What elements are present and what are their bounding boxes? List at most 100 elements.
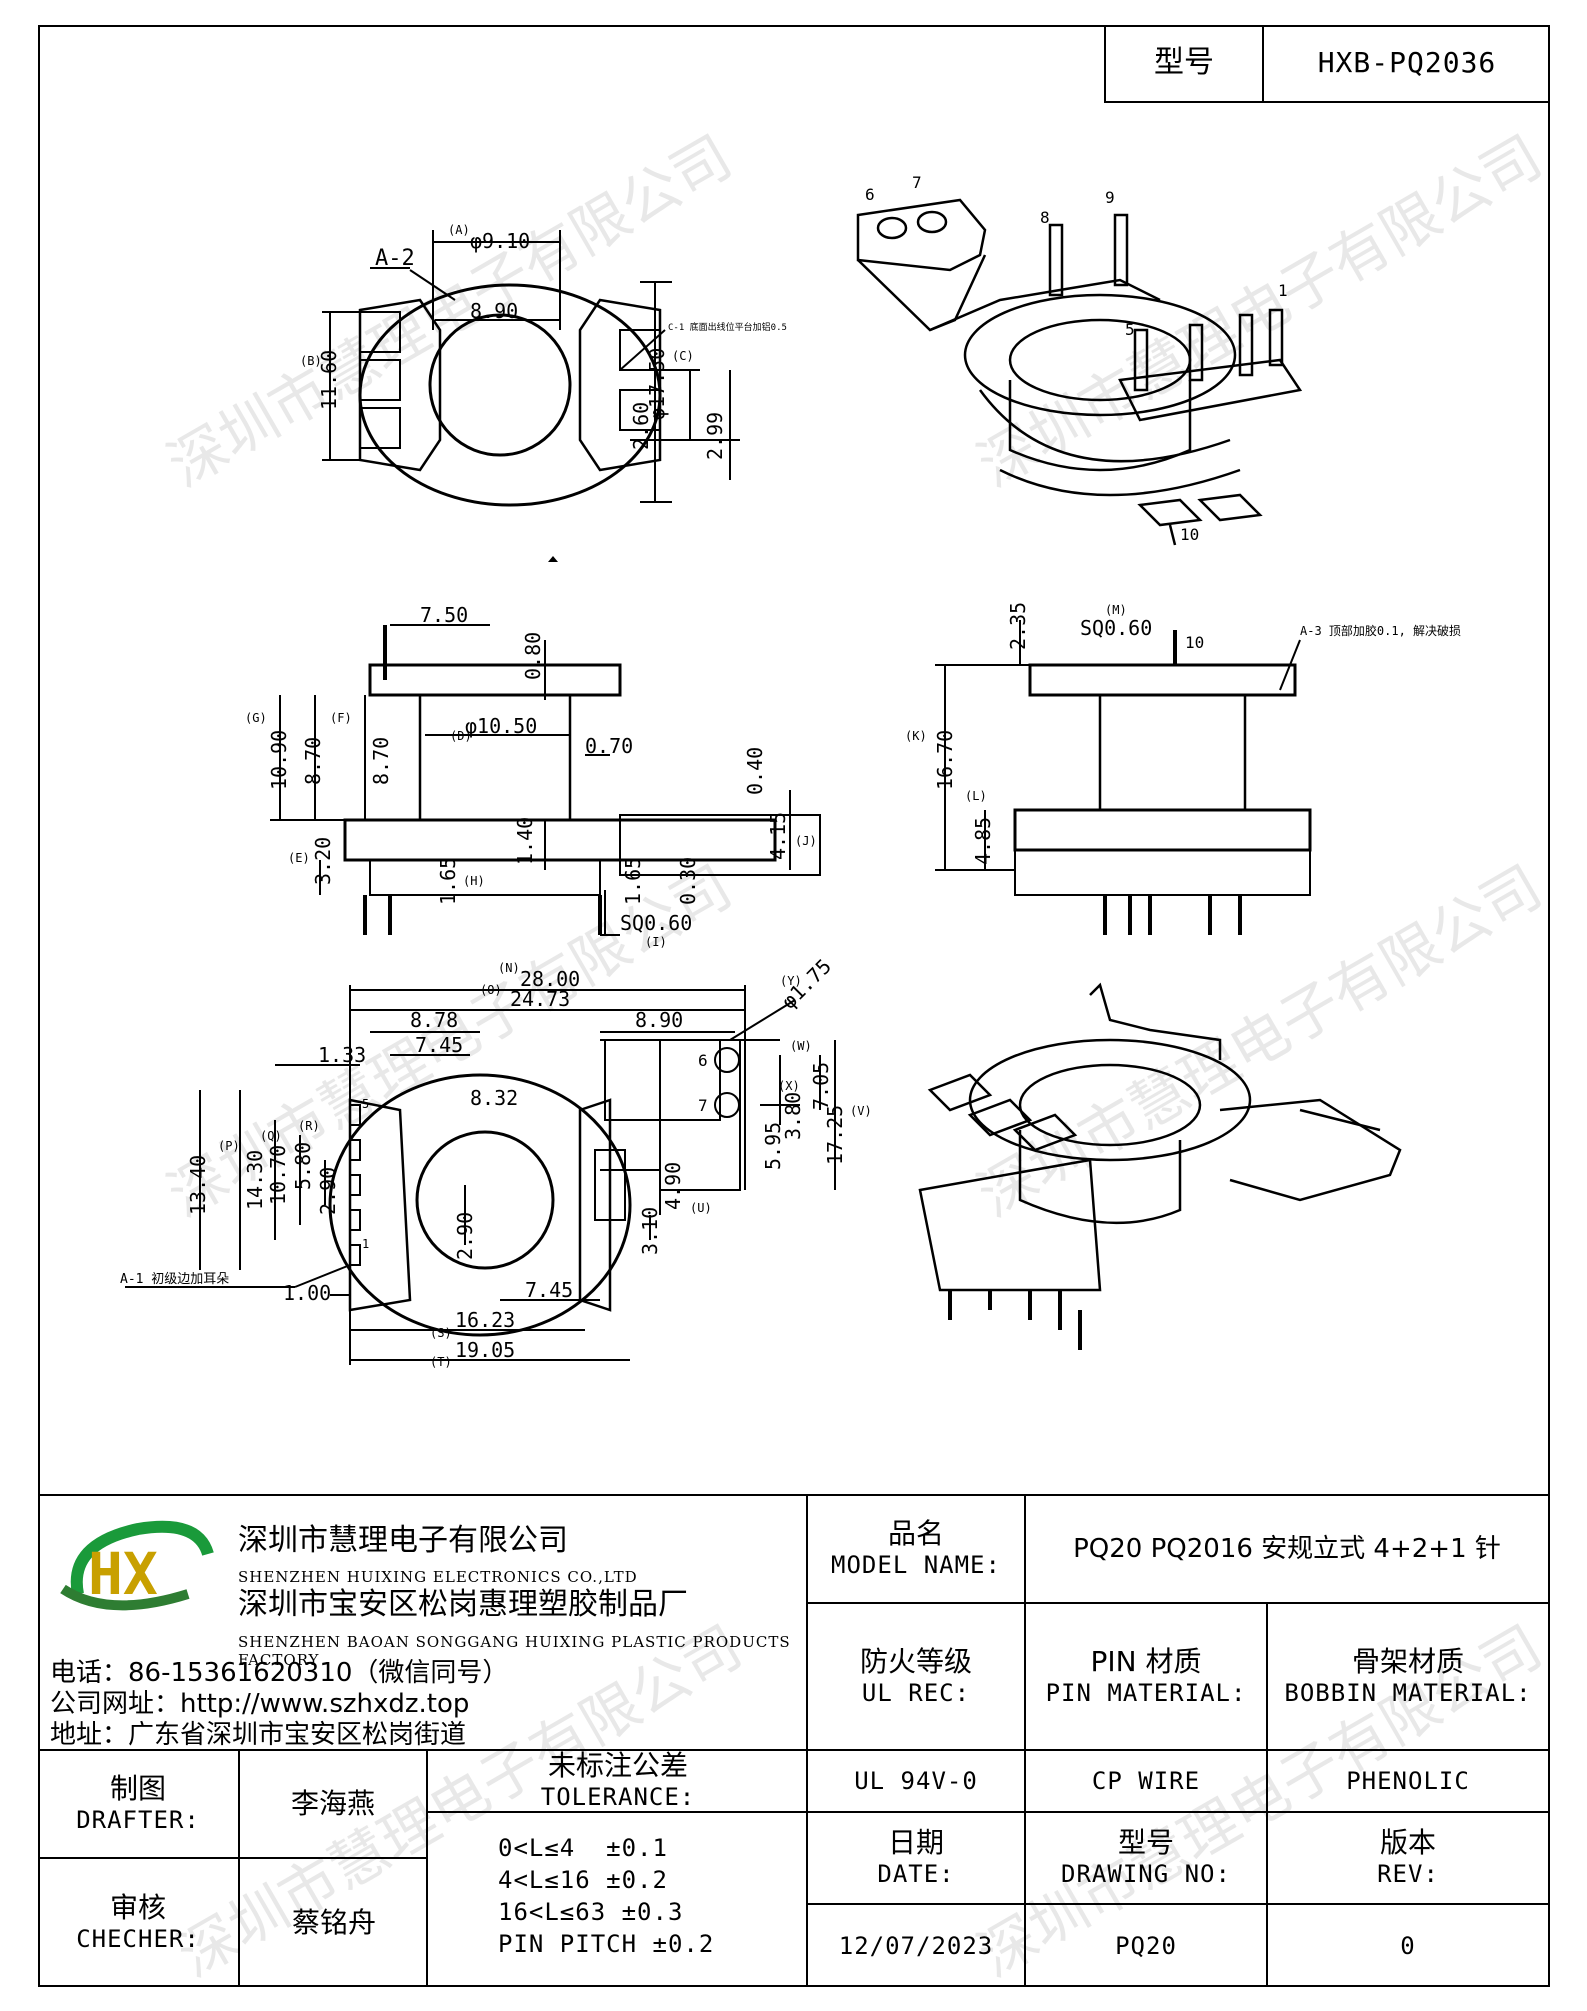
company-logo: HX (60, 1520, 214, 1611)
pin-label: 7 (912, 173, 922, 192)
front-view (270, 624, 821, 936)
dim-label: 8.70 (369, 737, 393, 785)
dim-label: 1.65 (621, 857, 645, 905)
pin-label: 5 (362, 1097, 369, 1111)
dim-label: (A) (448, 223, 470, 237)
dim-label: (E) (288, 851, 310, 865)
pin-label: 9 (1105, 188, 1115, 207)
dim-label: 10.70 (266, 1145, 290, 1205)
drafter-label: 制图 DRAFTER: (38, 1751, 240, 1859)
dim-label: 16.70 (933, 730, 957, 790)
dim-label: (I) (645, 935, 667, 949)
dim-label: 17.25 (823, 1105, 847, 1165)
dim-label: φ10.50 (465, 714, 537, 738)
dim-label: 8.90 (635, 1008, 683, 1032)
side-view (935, 620, 1312, 935)
dim-label: (V) (850, 1104, 872, 1118)
header-model-box: 型号 HXB-PQ2036 (1104, 25, 1550, 103)
pin-label: 6 (698, 1051, 708, 1070)
drafter-en: DRAFTER: (76, 1806, 200, 1834)
rev-label: 版本 REV: (1268, 1813, 1548, 1905)
pin-label: 7 (698, 1096, 708, 1115)
bobbin-material-cn: 骨架材质 (1351, 1644, 1464, 1678)
dim-label: (G) (245, 711, 267, 725)
dim-label: (B) (300, 354, 322, 368)
pin-material-en: PIN MATERIAL: (1045, 1678, 1247, 1707)
dim-label: (D) (450, 729, 472, 743)
rev-cn: 版本 (1379, 1826, 1436, 1859)
dim-label: C-1 底面出线位平台加铝0.5 (668, 321, 787, 333)
tolerance-line: 16<L≤63 ±0.3 (498, 1898, 684, 1926)
date-value: 12/07/2023 (808, 1905, 1026, 1987)
bobbin-material-value: PHENOLIC (1268, 1751, 1548, 1813)
dim-label: 3.20 (311, 837, 335, 885)
divider (38, 1749, 808, 1751)
dim-label: (S) (430, 1326, 452, 1340)
pin-label: 5 (1125, 320, 1135, 339)
dim-label: (Y) (780, 974, 802, 988)
bottom-view (125, 985, 836, 1365)
model-name-en: MODEL NAME: (831, 1551, 1001, 1579)
dim-label: (X) (778, 1079, 800, 1093)
contact-address: 地址：广东省深圳市宝安区松岗街道 (50, 1720, 467, 1750)
dim-label: SQ0.60 (620, 911, 692, 935)
marker-triangle (548, 556, 558, 562)
dim-label: 2.90 (453, 1212, 477, 1260)
dim-label: 1.40 (513, 817, 537, 865)
dim-label: (M) (1105, 603, 1127, 617)
pin-material-label: PIN 材质 PIN MATERIAL: (1026, 1604, 1268, 1751)
checker-en: CHECHER: (76, 1925, 200, 1953)
dim-label: (Q) (260, 1129, 282, 1143)
company-name-en: SHENZHEN HUIXING ELECTRONICS CO.,LTD (238, 1568, 638, 1586)
pin-label: 1 (1278, 281, 1288, 300)
checker-name: 蔡铭舟 (291, 1906, 376, 1939)
dim-label: 4.90 (661, 1162, 685, 1210)
divider (806, 1496, 808, 1987)
dim-label: 19.05 (455, 1338, 515, 1362)
dim-label: 7.45 (525, 1278, 573, 1302)
dim-label: 11.60 (317, 350, 341, 410)
dim-label: (C) (672, 349, 694, 363)
dim-label: 16.23 (455, 1308, 515, 1332)
top-view (322, 230, 740, 507)
ul-rec-en: UL REC: (861, 1678, 971, 1707)
contact-website: 公司网址：http://www.szhxdz.top (50, 1689, 470, 1719)
model-name-cn: 品名 (887, 1517, 944, 1550)
dim-label: (N) (498, 961, 520, 975)
pin-label: 6 (865, 185, 875, 204)
tolerance-en: TOLERANCE: (540, 1783, 696, 1811)
dim-label: 0.80 (521, 632, 545, 680)
iso-view-top (856, 198, 1303, 546)
dim-label: 5.95 (761, 1122, 785, 1170)
drafter-name: 李海燕 (240, 1751, 428, 1859)
dim-label: SQ0.60 (1080, 616, 1152, 640)
ul-rec-cn: 防火等级 (859, 1644, 972, 1678)
tolerance-line: PIN PITCH ±0.2 (498, 1930, 715, 1958)
drafter-cn: 制图 (109, 1772, 166, 1805)
dim-label: 10 (1185, 633, 1204, 652)
technical-drawing: A-2 (A) φ9.10 8.90 (B) 11.60 C-1 底面出线位平台… (120, 173, 1461, 1369)
rev-value: 0 (1400, 1932, 1416, 1960)
date-label: 日期 DATE: (808, 1813, 1026, 1905)
dim-label: 3.10 (638, 1207, 662, 1255)
dim-label: 0.40 (743, 747, 767, 795)
iso-view-bottom (918, 982, 1402, 1350)
dim-label: (R) (298, 1119, 320, 1133)
tolerance-line: 4<L≤16 ±0.2 (498, 1866, 668, 1894)
drawing-no-cn: 型号 (1117, 1826, 1174, 1859)
dim-label: 24.73 (510, 987, 570, 1011)
dim-label: (J) (795, 834, 817, 848)
tolerance-line: 0<L≤4 ±0.1 (498, 1834, 668, 1862)
divider (426, 1813, 428, 1987)
pin-material-value: CP WIRE (1026, 1751, 1268, 1813)
ul-rec-value: UL 94V-0 (808, 1751, 1026, 1813)
contact-phone: 电话：86-15361620310（微信同号） (50, 1658, 509, 1688)
factory-name-en: SHENZHEN BAOAN SONGGANG HUIXING PLASTIC … (238, 1633, 791, 1669)
dim-label: (F) (330, 711, 352, 725)
drawing-frame (38, 25, 1550, 1987)
dim-label: 8.90 (470, 299, 518, 323)
header-model-label: 型号 (1106, 25, 1264, 101)
model-name-value: PQ20 PQ2016 安规立式 4+2+1 针 (1026, 1496, 1548, 1604)
dim-label: φ17.50 (645, 348, 669, 420)
dim-label: 14.30 (243, 1150, 267, 1210)
